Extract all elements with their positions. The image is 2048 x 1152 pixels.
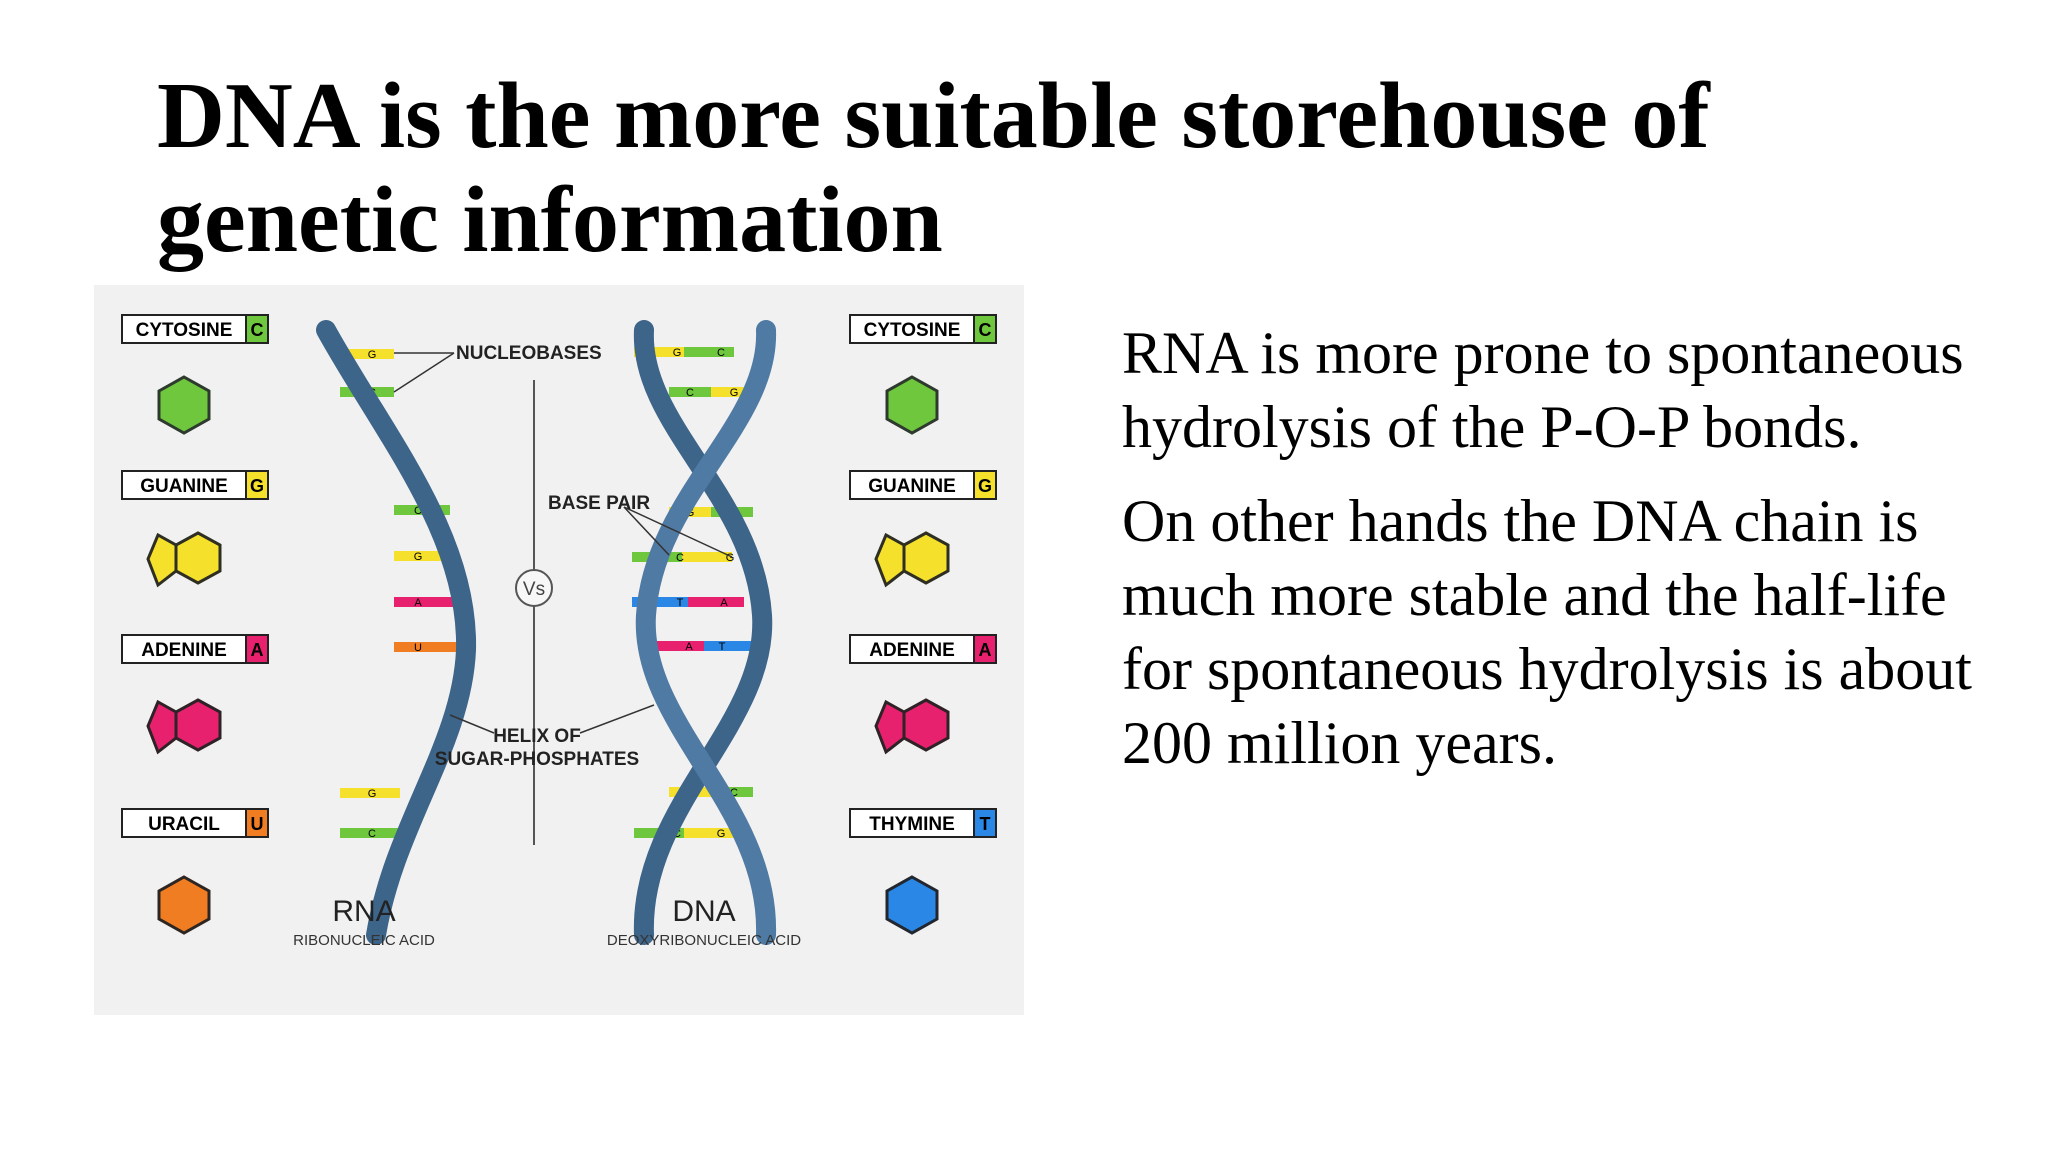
rung-label: G (730, 387, 739, 399)
rung-label: G (726, 552, 735, 564)
paragraph-rna-hydrolysis: RNA is more prone to spontaneous hydroly… (1122, 320, 1964, 460)
helix-pointer (449, 714, 495, 734)
base-pair-pointer (623, 506, 670, 556)
rung-label: C (368, 828, 376, 840)
rung-label: G (673, 347, 682, 359)
left-base-adenine: ADENINE A (121, 634, 269, 755)
rung-label: C (717, 347, 725, 359)
base-letter-label: A (979, 640, 992, 660)
base-name-label: GUANINE (140, 476, 228, 497)
rung-label: A (685, 641, 693, 653)
rung-label: G (414, 551, 423, 563)
slide-title: DNA is the more suitable storehouse of g… (157, 64, 1710, 272)
nucleobases-pointer (393, 352, 455, 393)
base-letter-label: U (251, 814, 264, 834)
cytosine-molecule-icon (885, 375, 939, 435)
adenine-molecule-icon (174, 698, 222, 752)
base-name-label: ADENINE (141, 640, 227, 661)
right-base-thymine: THYMINE T (849, 808, 997, 935)
dna-full-label: DEOXYRIBONUCLEIC ACID (607, 932, 801, 949)
right-base-cytosine: CYTOSINE C (849, 314, 997, 435)
base-name-label: THYMINE (869, 814, 955, 835)
rung-label: C (676, 552, 684, 564)
vs-badge (515, 569, 553, 607)
base-pair-pointer (623, 506, 733, 558)
base-name-label: ADENINE (869, 640, 955, 661)
guanine-molecule-icon (174, 531, 222, 585)
base-name-label: URACIL (148, 814, 220, 835)
nucleobases-label: NUCLEOBASES (456, 343, 602, 364)
base-letter-label: G (978, 476, 992, 496)
rna-helix-strand (316, 320, 477, 945)
rung-label: U (414, 642, 422, 654)
vs-label: Vs (523, 579, 545, 600)
rung-label: T (677, 597, 684, 609)
rna-dna-figure: CYTOSINE C GUANINE G ADENINE A URACIL U (94, 285, 1024, 1015)
rung-label: C (414, 505, 422, 517)
thymine-molecule-icon (885, 875, 939, 935)
rung-label: G (368, 349, 377, 361)
guanine-molecule-icon (902, 531, 950, 585)
dna-helix-strand-1 (633, 320, 773, 945)
rung-label: G (717, 828, 726, 840)
helix-label-line1: HELIX OF (493, 726, 581, 747)
rna-full-label: RIBONUCLEIC ACID (293, 932, 435, 949)
rung-label: T (719, 641, 726, 653)
right-base-guanine: GUANINE G (849, 470, 997, 588)
base-name-label: CYTOSINE (864, 320, 961, 341)
base-name-label: GUANINE (868, 476, 956, 497)
left-base-uracil: URACIL U (121, 808, 269, 935)
rung-label: C (686, 387, 694, 399)
right-base-adenine: ADENINE A (849, 634, 997, 755)
rung-label: C (730, 787, 738, 799)
dna-helix-strand-2 (635, 320, 777, 945)
base-letter-label: C (251, 320, 264, 340)
base-pair-label: BASE PAIR (548, 493, 650, 514)
helix-pointer (579, 704, 655, 734)
base-name-label: CYTOSINE (136, 320, 233, 341)
base-letter-label: G (250, 476, 264, 496)
uracil-molecule-icon (157, 875, 211, 935)
helix-label-line2: SUGAR-PHOSPHATES (435, 749, 639, 770)
base-letter-label: A (251, 640, 264, 660)
cytosine-molecule-icon (157, 375, 211, 435)
slide-body: RNA is more prone to spontaneous hydroly… (1122, 316, 2012, 800)
rung-label: A (720, 597, 728, 609)
left-base-cytosine: CYTOSINE C (121, 314, 269, 435)
rna-label: RNA (332, 895, 395, 928)
adenine-molecule-icon (902, 698, 950, 752)
paragraph-dna-stability: On other hands the DNA chain is much mor… (1122, 488, 1972, 776)
base-letter-label: C (979, 320, 992, 340)
rung-label: A (414, 597, 422, 609)
dna-label: DNA (672, 895, 735, 928)
rung-label: G (368, 788, 377, 800)
left-base-guanine: GUANINE G (121, 470, 269, 588)
base-letter-label: T (980, 814, 991, 834)
